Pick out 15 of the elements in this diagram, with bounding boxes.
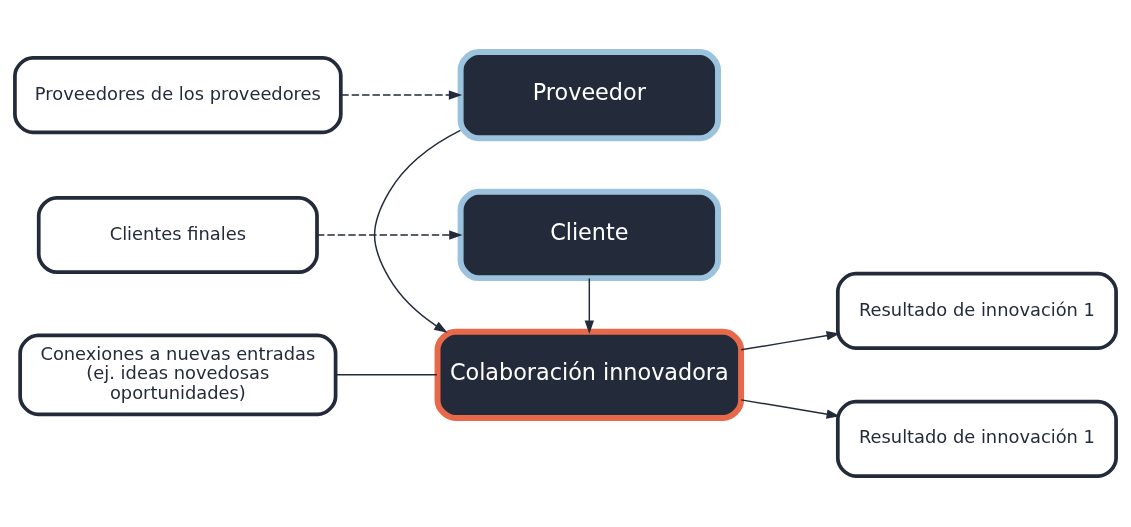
node-box: Cliente — [457, 188, 721, 281]
arrow — [584, 277, 594, 334]
arrow — [340, 89, 463, 100]
arrow — [373, 129, 462, 333]
arrow — [316, 229, 463, 240]
node-box: Resultado de innovación 1 — [835, 271, 1118, 350]
node-box: Proveedores de los proveedores — [13, 55, 343, 134]
arrow — [740, 330, 840, 351]
node-box: Clientes finales — [36, 195, 319, 274]
connector — [335, 373, 438, 376]
node-box: Proveedor — [457, 48, 721, 141]
arrow — [740, 398, 840, 419]
node-box: Resultado de innovación 1 — [835, 399, 1118, 478]
node-box: Conexiones a nuevas entradas (ej. ideas novedosas oportunidades) — [18, 333, 338, 416]
node-box: Colaboración innovadora — [434, 328, 745, 421]
